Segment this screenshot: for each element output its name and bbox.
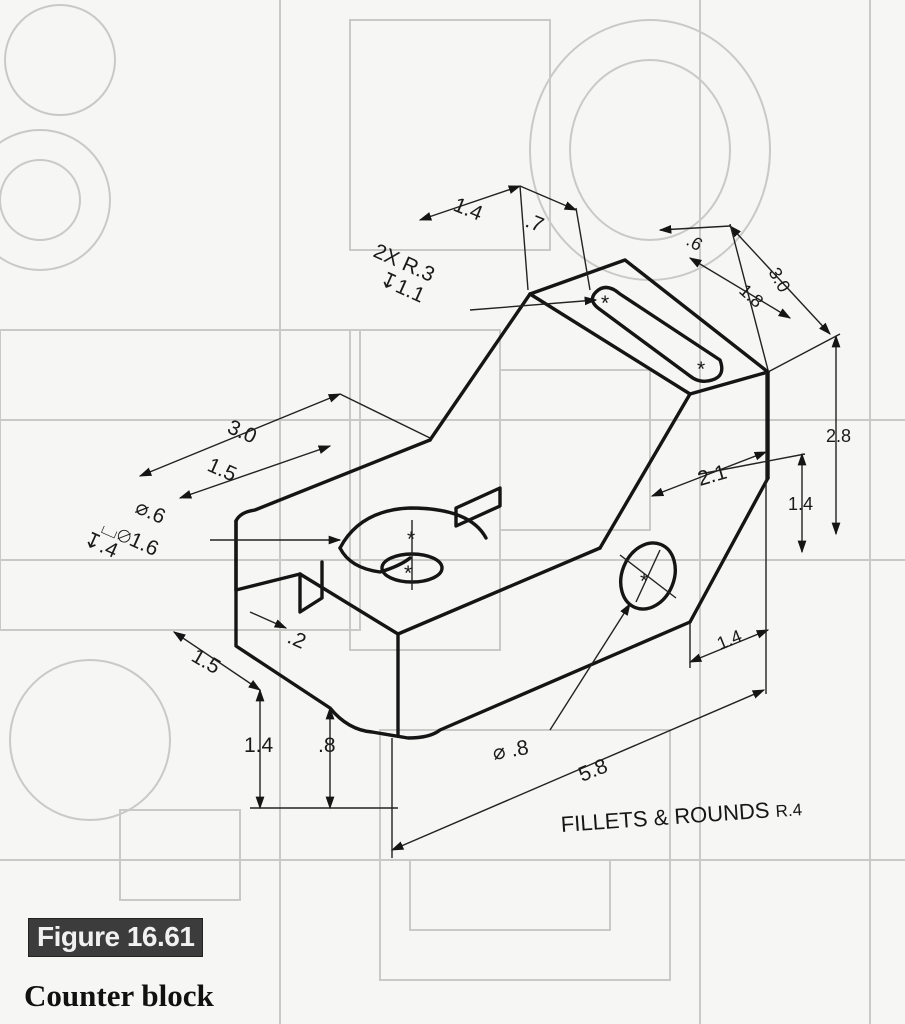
base-left-top-edge: [234, 438, 432, 523]
notch: [298, 560, 324, 614]
figure-caption: Counter block: [24, 978, 214, 1013]
figure-number: Figure 16.61: [28, 918, 204, 957]
dim-hole-1-4: 1.4: [788, 494, 813, 514]
dim-left-1-5: 1.5: [204, 454, 240, 487]
center-mark-slot-b: *: [697, 358, 705, 381]
raised-step: [454, 486, 502, 528]
side-hole: [619, 541, 677, 611]
dim-height-2-8: 2.8: [826, 426, 851, 446]
dim-top-0-6: .6: [683, 230, 706, 255]
dim-front-1-4: 1.4: [244, 734, 274, 757]
upright-right-slope: [688, 476, 770, 624]
upright-top-front: [528, 292, 692, 396]
dim-side-hole: ⌀ .8: [491, 736, 530, 765]
center-mark-cbore-top: *: [407, 528, 415, 551]
center-mark-side-hole: *: [640, 570, 648, 593]
dim-front-1-5: 1.5: [188, 644, 225, 679]
dim-front-0-8: .8: [318, 734, 336, 757]
center-mark-cbore: *: [404, 562, 412, 585]
dim-top-1-8: 1.8: [735, 280, 767, 312]
fillets-rounds-radius: R.4: [774, 800, 803, 821]
center-mark-slot-a: *: [601, 292, 609, 315]
dimension-labels: 1.4 .7 2X R.3 ↧1.1 .6 1.8 3.0 2.8 3.0 1.…: [80, 193, 851, 786]
dim-length-5-8: 5.8: [575, 754, 611, 786]
dim-top-0-7: .7: [522, 209, 547, 237]
upright-top-back: [528, 258, 770, 374]
dim-cbore-hole: ⌀.6: [132, 496, 169, 529]
center-marks: * * * * *: [404, 292, 705, 603]
upright-front-right: [688, 370, 770, 396]
dimension-lines: [138, 185, 841, 858]
counterbore-inner: [338, 546, 412, 574]
dim-top-1-4: 1.4: [450, 193, 486, 225]
upright-left-slope: [428, 292, 532, 442]
counter-block-outline: * * * * *: [234, 258, 770, 740]
upright-front-vertical: [598, 392, 692, 550]
step-top: [234, 572, 302, 592]
counterbore-outer: [338, 506, 488, 550]
